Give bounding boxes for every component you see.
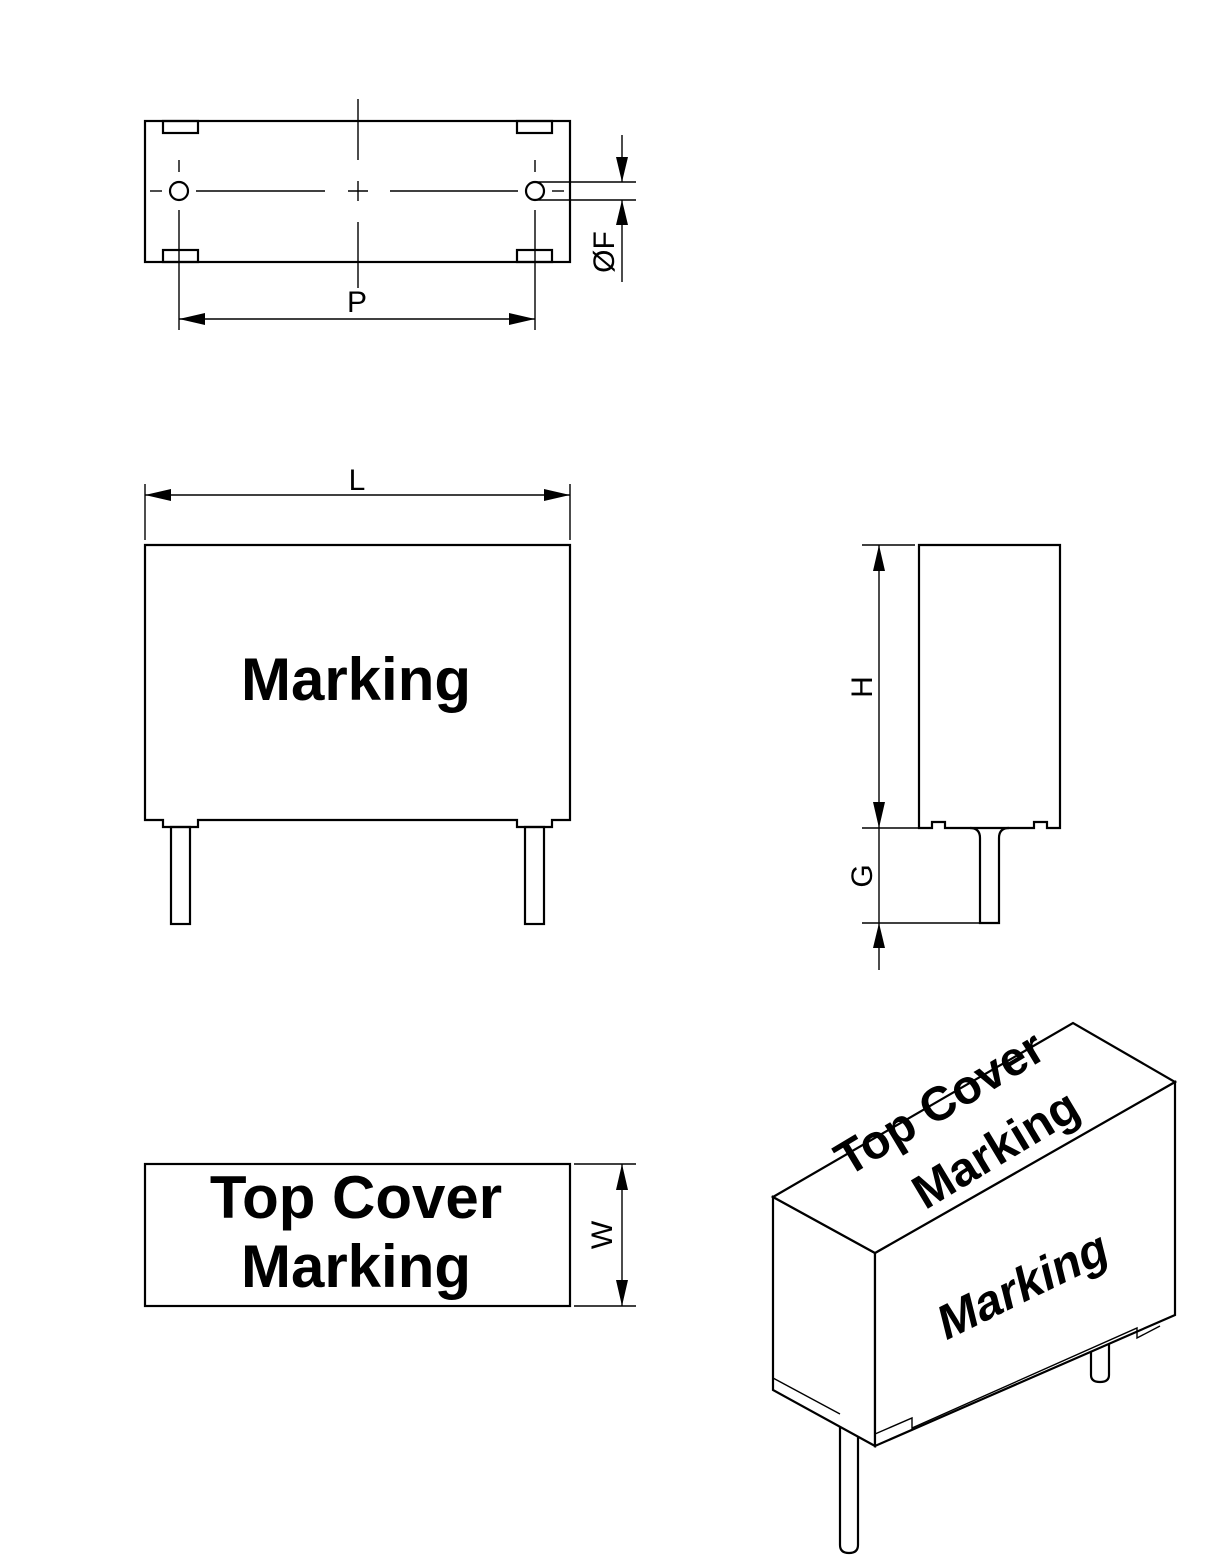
iso-lead	[838, 1420, 860, 1555]
arrowhead	[873, 545, 885, 571]
arrowhead	[616, 200, 628, 225]
standoff-notch	[515, 119, 554, 135]
pin-hole	[168, 180, 190, 202]
arrowhead	[544, 489, 570, 501]
arrowhead	[616, 1280, 628, 1306]
side-view-body	[917, 543, 1062, 830]
dimension-label-w: W	[586, 1220, 619, 1249]
iso-standoff-edge	[772, 1377, 841, 1415]
top-marking-line2: Marking	[241, 1233, 471, 1300]
dimension-label-f: ØF	[588, 231, 621, 273]
pin-hole	[524, 180, 546, 202]
dimension-label-g: G	[846, 864, 879, 887]
iso-view: Top Cover Marking Marking	[770, 1021, 1178, 1555]
iso-standoff-edge	[874, 1325, 1161, 1435]
dimension-label-p: P	[347, 286, 367, 319]
arrowhead	[873, 802, 885, 828]
arrowhead	[873, 923, 885, 948]
arrowhead	[145, 489, 171, 501]
top-view: Top Cover Marking W	[143, 1162, 636, 1308]
iso-lead	[1089, 1330, 1111, 1384]
bottom-view: P ØF	[143, 99, 636, 330]
standoff-notch	[161, 248, 200, 264]
side-lead	[969, 826, 1010, 925]
top-view-outline	[143, 1162, 572, 1308]
front-marking: Marking	[241, 646, 471, 713]
arrowhead	[509, 313, 535, 325]
front-view-body	[143, 543, 572, 829]
arrowhead	[616, 1164, 628, 1190]
lead	[169, 825, 192, 926]
arrowhead	[616, 157, 628, 182]
dimension-label-h: H	[846, 676, 879, 698]
front-view: L Marking	[143, 464, 572, 926]
top-marking-line1: Top Cover	[210, 1164, 502, 1231]
side-view: H G	[846, 543, 1062, 970]
dimension-label-l: L	[349, 464, 366, 497]
lead	[523, 825, 546, 926]
standoff-notch	[161, 119, 200, 135]
arrowhead	[179, 313, 205, 325]
iso-top-face	[770, 1021, 1178, 1255]
